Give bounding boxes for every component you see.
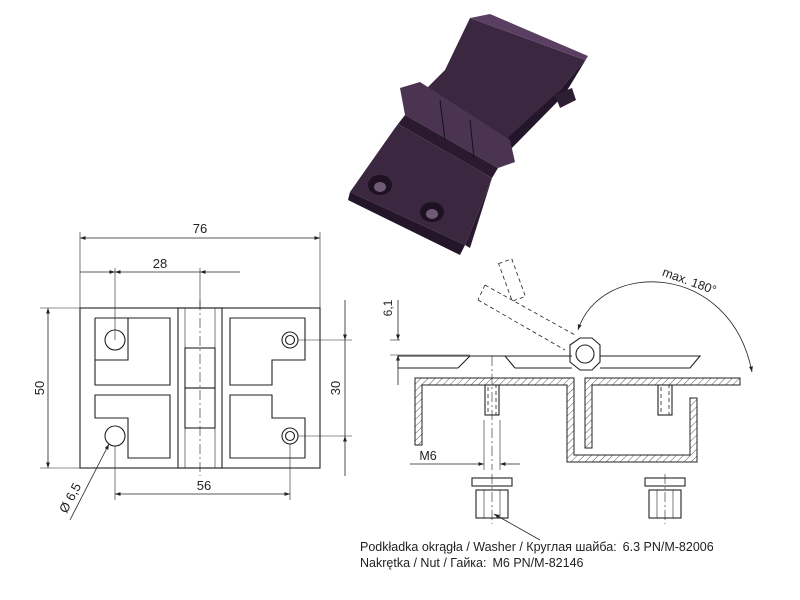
- hinge-3d-render: [348, 14, 588, 255]
- dim-overall-height: 50: [32, 381, 47, 395]
- dim-hole-diameter: Ø 6,5: [56, 480, 84, 515]
- hole-top-right: [281, 331, 299, 349]
- front-view: 76 28 50: [32, 221, 352, 521]
- washer-note: Podkładka okrągła / Washer / Круглая шай…: [360, 540, 720, 554]
- nut-note: Nakrętka / Nut / Гайка: M6 PN/M-82146: [360, 556, 590, 570]
- hole-bottom-left: [104, 425, 126, 447]
- dim-overall-width: 76: [193, 221, 207, 236]
- dim-rotation: max. 180°: [660, 265, 718, 297]
- dim-thread: M6: [419, 449, 436, 463]
- hole-bottom-right: [281, 427, 299, 445]
- nut-label: Nakrętka / Nut / Гайка:: [360, 556, 487, 570]
- hole-top-left: [104, 329, 126, 351]
- dim-hole-spacing-top: 28: [153, 256, 167, 271]
- washer-label: Podkładka okrągła / Washer / Круглая шай…: [360, 540, 617, 554]
- nut-value: M6 PN/M-82146: [492, 556, 584, 570]
- washer-value: 6.3 PN/M-82006: [622, 540, 714, 554]
- washer-nut-left: [471, 474, 513, 524]
- dim-offset-height: 6,1: [381, 299, 395, 316]
- washer-nut-right: [644, 474, 686, 524]
- dim-hole-spacing-vertical: 30: [328, 381, 343, 395]
- dim-hole-spacing-bottom: 56: [197, 478, 211, 493]
- section-view: 6,1 max. 180° M6: [381, 258, 753, 541]
